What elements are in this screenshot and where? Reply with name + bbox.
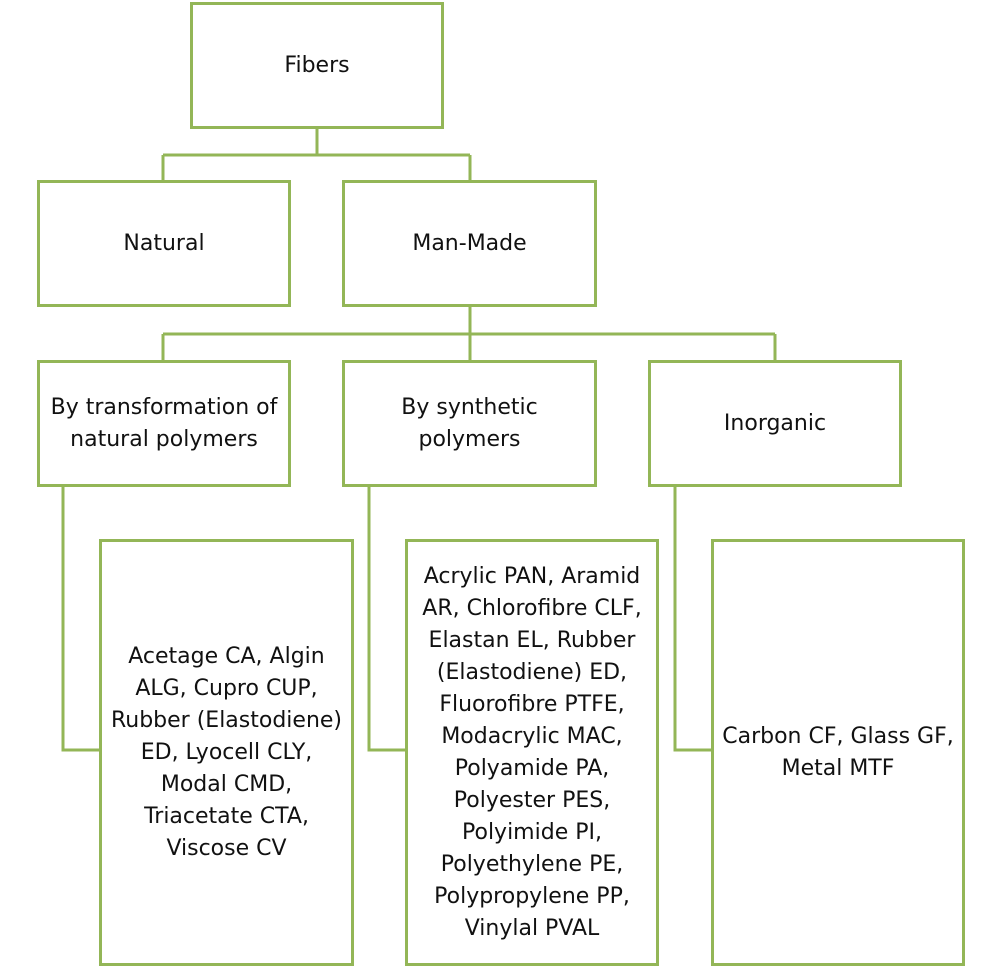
node-synthetic-label: By synthetic polymers bbox=[401, 394, 538, 452]
leaf-transformation-fibers-label: Acetage CA, Algin ALG, Cupro CUP, Rubber… bbox=[110, 643, 343, 861]
node-fibers: Fibers bbox=[190, 2, 444, 129]
connector-root bbox=[161, 129, 472, 180]
leaf-synthetic-fibers-label: Acrylic PAN, Aramid AR, Chlorofibre CLF,… bbox=[422, 563, 642, 941]
node-transformation-label: By transformation of natural polymers bbox=[50, 394, 278, 452]
node-transformation: By transformation of natural polymers bbox=[37, 360, 291, 487]
node-inorganic: Inorganic bbox=[648, 360, 902, 487]
node-natural: Natural bbox=[37, 180, 291, 307]
leaf-transformation-fibers: Acetage CA, Algin ALG, Cupro CUP, Rubber… bbox=[99, 539, 354, 966]
node-natural-label: Natural bbox=[123, 230, 205, 256]
connector-transformation-leaf bbox=[61, 487, 99, 752]
connector-man-made bbox=[161, 307, 777, 360]
connector-inorganic-leaf bbox=[673, 487, 711, 752]
node-man-made-label: Man-Made bbox=[412, 230, 527, 256]
node-inorganic-label: Inorganic bbox=[723, 410, 827, 436]
node-fibers-label: Fibers bbox=[284, 52, 350, 78]
leaf-synthetic-fibers: Acrylic PAN, Aramid AR, Chlorofibre CLF,… bbox=[405, 539, 659, 966]
leaf-inorganic-fibers: Carbon CF, Glass GF, Metal MTF bbox=[711, 539, 965, 966]
node-man-made: Man-Made bbox=[342, 180, 597, 307]
leaf-inorganic-fibers-label: Carbon CF, Glass GF, Metal MTF bbox=[722, 723, 954, 781]
connector-synthetic-leaf bbox=[367, 487, 405, 752]
node-synthetic: By synthetic polymers bbox=[342, 360, 597, 487]
